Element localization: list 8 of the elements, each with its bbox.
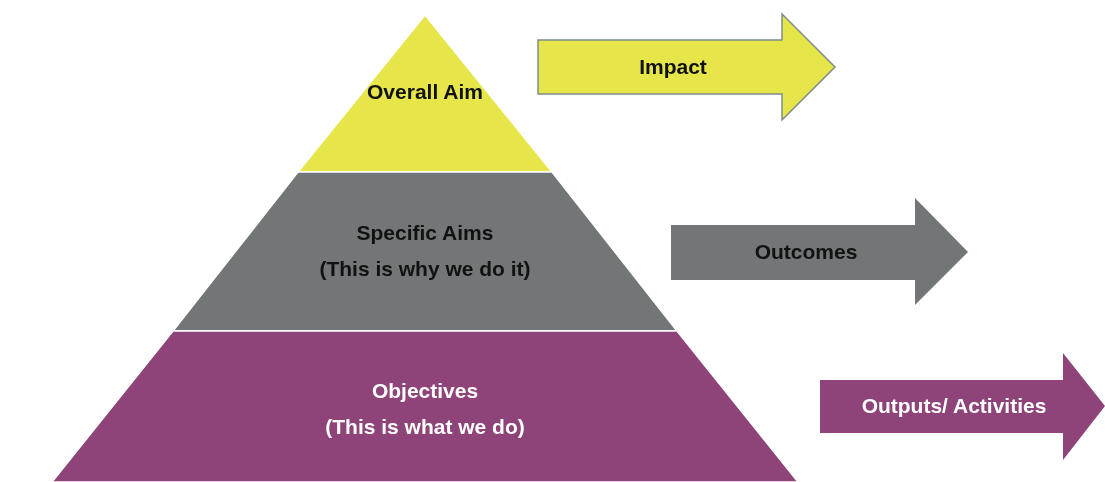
layer-label: Specific Aims [356, 221, 494, 245]
layer-description: (This is why we do it) [319, 257, 531, 281]
layer-label: Overall Aim [367, 80, 483, 104]
layer-description: (This is what we do) [325, 415, 525, 439]
layer-label: Outputs/ Activities [861, 394, 1047, 418]
layer-label: Impact [639, 55, 707, 79]
layer-label: Objectives [371, 379, 479, 403]
layer-label: Outcomes [754, 240, 858, 264]
